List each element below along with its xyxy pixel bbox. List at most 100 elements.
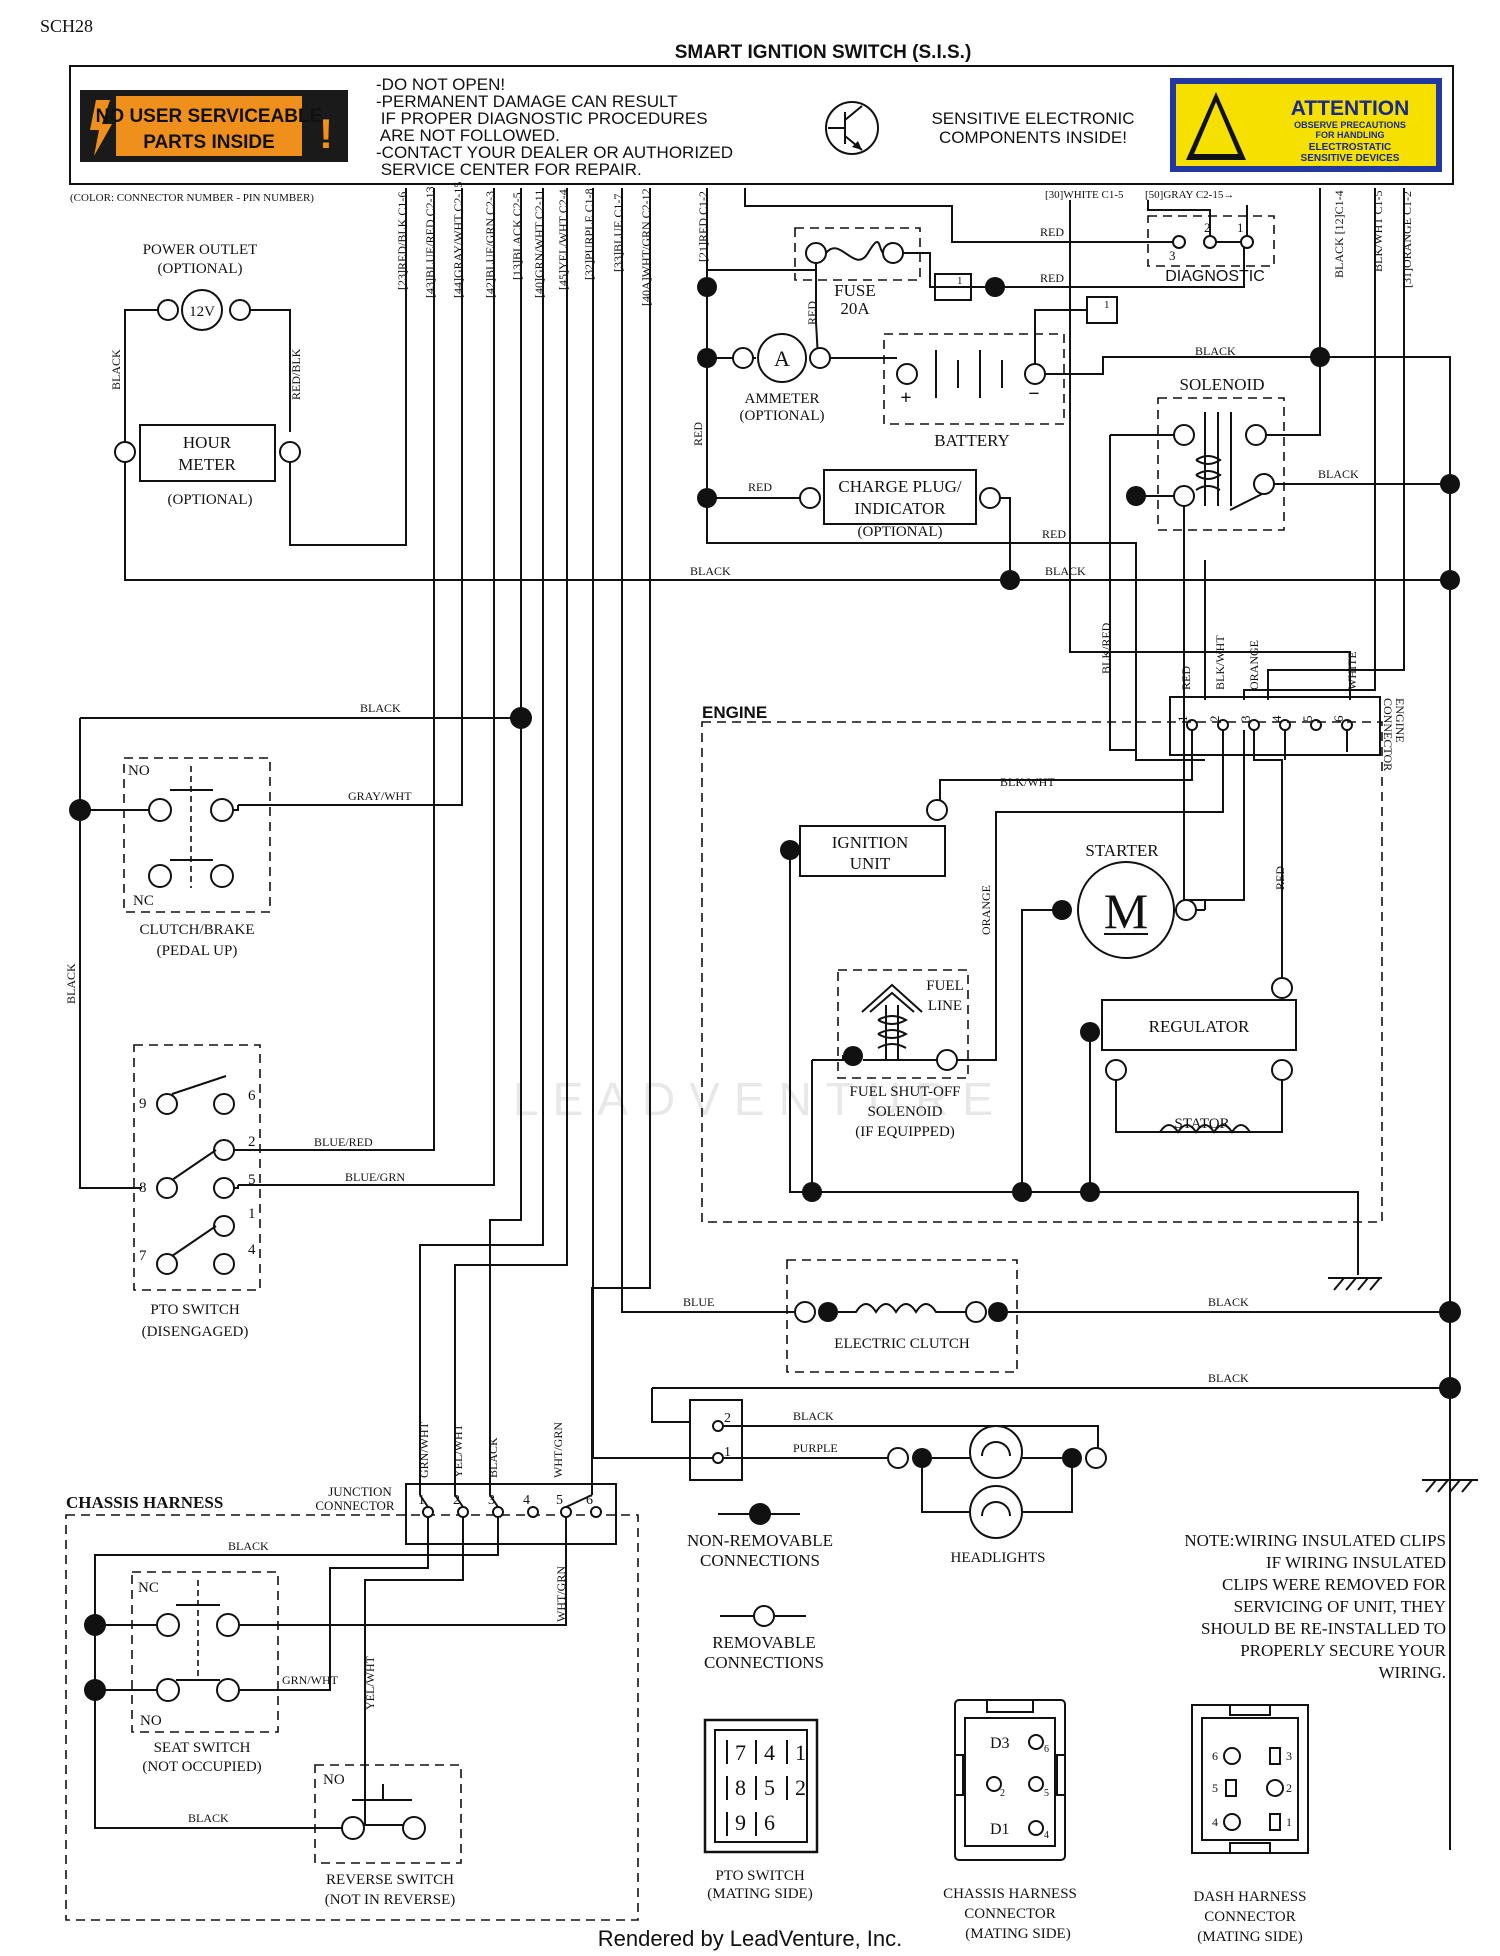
wire-label-white: WHITE	[1345, 651, 1359, 690]
note-line: ARE NOT FOLLOWED.	[376, 126, 560, 145]
hour-meter-opt: (OPTIONAL)	[168, 492, 253, 508]
note-line: SERVICING OF UNIT, THEY	[1234, 1597, 1446, 1616]
chassis-mating-connector: D3 6 2 5 D1 4 CHASSIS HARNESS CONNECTOR …	[943, 1699, 1077, 1942]
hour-meter-label: HOUR	[183, 433, 232, 452]
junction-label: CONNECTOR	[315, 1498, 395, 1513]
wire-label-red: RED	[1179, 666, 1193, 690]
pin-label: BLK/WHT C1-5	[1371, 191, 1385, 272]
battery-negative: −	[1028, 383, 1039, 405]
mating-pin: 6	[764, 1810, 775, 1835]
wire-label-blue: BLUE	[683, 1295, 714, 1309]
dash-mating-label: CONNECTOR	[1204, 1909, 1295, 1925]
mating-pin: 4	[1044, 1830, 1049, 1841]
battery-label: BATTERY	[934, 431, 1010, 450]
mating-pin: 6	[1044, 1744, 1049, 1755]
legend-label: REMOVABLE	[712, 1633, 816, 1652]
attention-line: FOR HANDLING	[1316, 130, 1385, 140]
fuse-label: FUSE	[834, 281, 876, 300]
color-note: (COLOR: CONNECTOR NUMBER - PIN NUMBER)	[70, 192, 314, 204]
wiring-note: NOTE:WIRING INSULATED CLIPS IF WIRING IN…	[1184, 1531, 1446, 1682]
pto-mating-label: (MATING SIDE)	[707, 1886, 812, 1902]
wire-label-black: BLACK	[1208, 1371, 1249, 1385]
wire-label-red: RED	[1040, 271, 1064, 285]
lightning-icon	[90, 100, 112, 156]
note-line: -PERMANENT DAMAGE CAN RESULT	[376, 92, 678, 111]
wire-label-blue-grn: BLUE/GRN	[345, 1170, 405, 1184]
mating-pin: 4	[1212, 1815, 1218, 1829]
wire-label-purple: PURPLE	[793, 1441, 838, 1455]
wire-label-orange: ORANGE	[979, 885, 993, 935]
charge-plug-label: CHARGE PLUG/	[838, 477, 962, 496]
page-code: SCH28	[40, 16, 93, 36]
charge-plug-opt: (OPTIONAL)	[858, 524, 943, 540]
note-line: -CONTACT YOUR DEALER OR AUTHORIZED	[376, 143, 733, 162]
wire-label-red: RED	[691, 422, 705, 446]
wire-label-red: RED	[1273, 866, 1287, 890]
fuel-line-label: LINE	[928, 998, 962, 1014]
wire-label-black: BLACK	[188, 1811, 229, 1825]
power-outlet-label: POWER OUTLET	[143, 242, 258, 258]
mating-pin: 2	[795, 1775, 806, 1800]
exclamation-icon: !	[319, 110, 333, 157]
stator-label: STATOR	[1174, 1116, 1229, 1132]
engine-pin: 2	[1207, 716, 1222, 723]
fuel-line-label: FUEL	[926, 978, 964, 994]
sign-line-1: NO USER SERVICEABLE	[96, 106, 323, 127]
no-label: NO	[323, 1772, 345, 1788]
wire-label-black: BLACK	[64, 963, 78, 1004]
wire-label-red: RED	[1042, 527, 1066, 541]
diagnostic-connector: 3 2 1 DIAGNOSTIC	[1147, 200, 1275, 285]
engine-pin: 4	[1269, 715, 1284, 722]
legend: NON-REMOVABLE CONNECTIONS REMOVABLE CONN…	[687, 1503, 833, 1672]
ground-icon	[1328, 1277, 1382, 1291]
engine-pin: 1	[1175, 716, 1190, 723]
mating-pin: 5	[1212, 1781, 1218, 1795]
chassis-harness-label: CHASSIS HARNESS	[66, 1493, 223, 1512]
mating-pin: 9	[735, 1810, 746, 1835]
mating-pin: D3	[990, 1735, 1010, 1752]
no-user-serviceable-sign: ! NO USER SERVICEABLE PARTS INSIDE	[80, 90, 348, 162]
dash-mating-connector: 6 3 5 2 4 1 DASH HARNESS CONNECTOR (MATI…	[1191, 1704, 1309, 1945]
pto-pin: 5	[248, 1172, 256, 1188]
pto-mating-label: PTO SWITCH	[715, 1868, 804, 1884]
headlight-pin: 1	[724, 1445, 731, 1460]
pto-pin: 8	[139, 1180, 147, 1196]
wire-label-yel-wht: YEL/WHT	[363, 1655, 377, 1710]
pto-switch: 9 6 2 8 5 1 7 4 BLUE/RED BLUE/GRN PTO SW…	[133, 1044, 405, 1340]
ignition-unit-label: UNIT	[850, 854, 891, 873]
wire-label-orange: ORANGE	[1247, 640, 1261, 690]
chassis-mating-label: (MATING SIDE)	[965, 1926, 1070, 1942]
note-line: -DO NOT OPEN!	[376, 75, 505, 94]
regulator-label: REGULATOR	[1149, 1017, 1250, 1036]
wire-label-red: RED	[748, 480, 772, 494]
fuel-solenoid-label: (IF EQUIPPED)	[855, 1124, 955, 1140]
legend-label: CONNECTIONS	[700, 1551, 820, 1570]
solenoid-label: SOLENOID	[1180, 375, 1265, 394]
battery-positive: +	[900, 387, 911, 409]
pto-switch-label: PTO SWITCH	[150, 1302, 239, 1318]
junction-wire: GRN/WHT	[417, 1421, 431, 1478]
chassis-harness: CHASSIS HARNESS JUNCTION CONNECTOR GRN/W…	[65, 1421, 639, 1921]
attention-line: SENSITIVE DEVICES	[1301, 153, 1400, 164]
pin-label: [50]GRAY C2-15→	[1145, 189, 1234, 201]
attention-line: OBSERVE PRECAUTIONS	[1294, 120, 1406, 130]
ammeter-symbol: A	[774, 346, 790, 371]
wire-label-grn-wht: GRN/WHT	[282, 1673, 339, 1687]
outlet-volts: 12V	[189, 304, 215, 320]
warning-notes: -DO NOT OPEN! -PERMANENT DAMAGE CAN RESU…	[376, 75, 733, 179]
wire-label-black: BLACK	[109, 349, 123, 390]
module-pin-labels: [23]RED/BLK C1-6 [43]BLUE/RED C2-13 [44]…	[395, 182, 1414, 306]
clip-1: 1	[957, 275, 963, 287]
clutch-brake-label: CLUTCH/BRAKE	[139, 922, 254, 938]
mating-pin: 7	[735, 1740, 746, 1765]
diag-pin: 1	[1237, 220, 1244, 235]
nc-label: NC	[138, 1580, 159, 1596]
pto-pin: 1	[248, 1206, 256, 1222]
mating-pin: 2	[1286, 1781, 1292, 1795]
note-line: IF WIRING INSULATED	[1266, 1553, 1446, 1572]
attention-line: ELECTROSTATIC	[1309, 142, 1391, 153]
note-line: IF PROPER DIAGNOSTIC PROCEDURES	[376, 109, 708, 128]
pto-pin: 4	[248, 1242, 256, 1258]
junction-pin: 5	[556, 1493, 563, 1508]
